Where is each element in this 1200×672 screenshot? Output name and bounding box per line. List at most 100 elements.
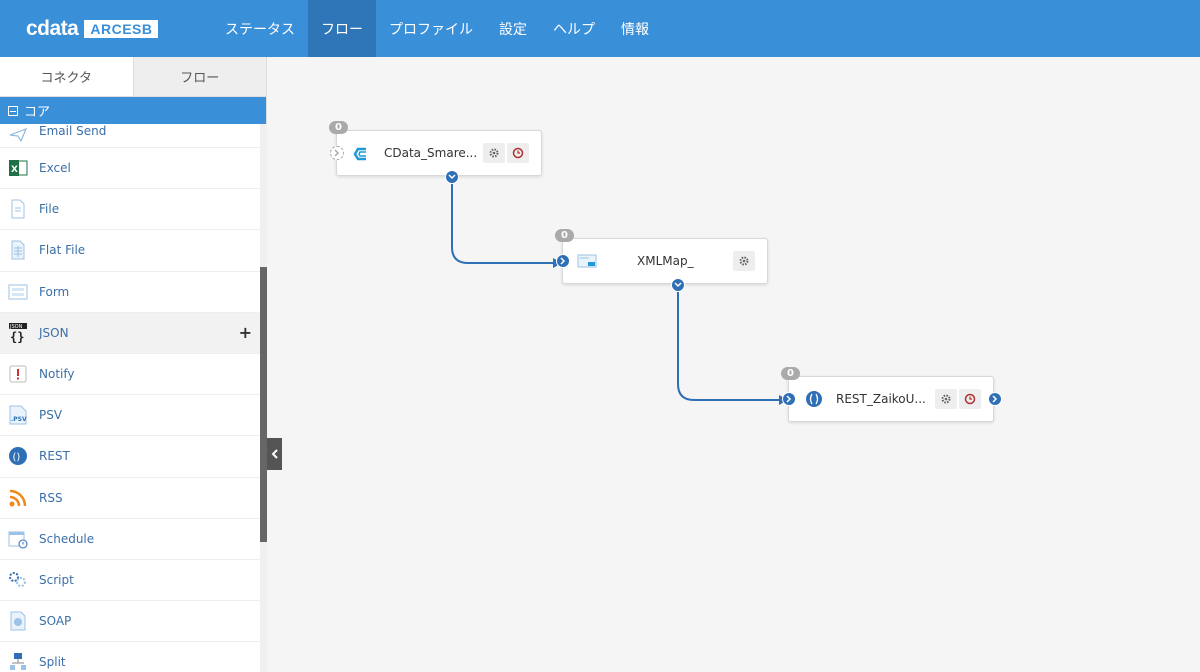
- output-port[interactable]: [445, 170, 459, 184]
- nav-help[interactable]: ヘルプ: [553, 21, 595, 38]
- input-port[interactable]: [330, 146, 344, 160]
- connector-label: File: [39, 202, 60, 217]
- connector-label: Form: [39, 284, 70, 299]
- tab-connectors[interactable]: コネクタ: [0, 57, 134, 96]
- connector-item-split[interactable]: Split: [0, 642, 260, 672]
- flow-node-cdata[interactable]: 0 CData_Smare...: [329, 121, 542, 184]
- form-icon: [8, 281, 28, 303]
- nav-profile[interactable]: プロファイル: [389, 21, 473, 38]
- logo-arcesb-badge: ARCESB: [84, 19, 159, 38]
- script-icon: [8, 569, 28, 591]
- node-label: REST_ZaikoU...: [836, 392, 926, 406]
- connector-label: REST: [39, 449, 70, 464]
- connector-item-psv[interactable]: .PSV PSV: [0, 395, 260, 437]
- svg-text:.PSV: .PSV: [11, 416, 27, 423]
- app-logo[interactable]: cdata ARCESB: [26, 17, 212, 41]
- schedule-icon: [8, 528, 28, 550]
- output-port[interactable]: [988, 392, 1002, 406]
- connector-item-rss[interactable]: RSS: [0, 478, 260, 519]
- svg-text:(): (): [13, 452, 21, 463]
- connector-item-email-send[interactable]: Email Send: [0, 124, 260, 148]
- cdata-icon: [353, 146, 369, 166]
- node-settings-button[interactable]: [935, 389, 957, 409]
- soap-icon: [8, 610, 28, 632]
- nav-info[interactable]: 情報: [621, 21, 649, 38]
- rest-icon: [805, 390, 823, 412]
- psv-icon: .PSV: [8, 404, 28, 426]
- svg-text:X: X: [11, 165, 18, 175]
- connector-label: SOAP: [39, 614, 72, 629]
- flow-node-xmlmap[interactable]: 0 XMLMap_: [555, 229, 768, 292]
- connector-label: Email Send: [39, 124, 107, 138]
- connector-item-flat-file[interactable]: Flat File: [0, 230, 260, 272]
- node-settings-button[interactable]: [733, 251, 755, 271]
- nav-flow[interactable]: フロー: [308, 0, 376, 57]
- flow-canvas[interactable]: 0 CData_Smare... 0 XMLMap_: [268, 57, 1200, 672]
- svg-text:{}: {}: [10, 330, 24, 344]
- flat-file-icon: [8, 239, 28, 261]
- clock-icon: [512, 147, 524, 159]
- split-icon: [8, 651, 28, 672]
- flow-node-rest[interactable]: 0 REST_ZaikoU...: [781, 367, 1002, 422]
- connector-label: Flat File: [39, 243, 86, 258]
- connector-label: PSV: [39, 408, 63, 423]
- section-title: コア: [24, 105, 51, 120]
- json-icon: JSON{}: [8, 322, 28, 344]
- rss-icon: [8, 487, 28, 509]
- output-port[interactable]: [671, 278, 685, 292]
- connector-item-rest[interactable]: () REST: [0, 436, 260, 478]
- chevron-left-icon: [271, 449, 278, 459]
- file-icon: [8, 198, 28, 220]
- input-port[interactable]: [782, 392, 796, 406]
- clock-icon: [964, 393, 976, 405]
- collapse-section-icon: [8, 105, 18, 116]
- connector-label: JSON: [39, 325, 69, 340]
- collapse-sidebar-button[interactable]: [267, 438, 282, 470]
- connector-item-file[interactable]: File: [0, 189, 260, 231]
- connector-label: Notify: [39, 367, 75, 382]
- svg-text:JSON: JSON: [9, 324, 23, 330]
- sidebar-tabs: コネクタ フロー: [0, 57, 266, 97]
- node-count-badge: 0: [781, 367, 800, 380]
- connector-item-form[interactable]: Form: [0, 272, 260, 313]
- connection-line: [451, 177, 553, 264]
- xmlmap-icon: [577, 253, 597, 273]
- tab-flows[interactable]: フロー: [133, 57, 266, 96]
- section-header-core[interactable]: コア: [0, 97, 266, 124]
- connector-item-excel[interactable]: X Excel: [0, 148, 260, 190]
- connector-item-json[interactable]: JSON{} JSON +: [0, 312, 260, 354]
- connector-sidebar: コネクタ フロー コア Email Send X Excel File: [0, 57, 267, 672]
- connection-line: [677, 285, 779, 401]
- connector-item-notify[interactable]: Notify: [0, 354, 260, 396]
- connector-label: Schedule: [39, 531, 95, 546]
- sidebar-scrollbar[interactable]: [260, 124, 267, 672]
- chevron-right-icon: [992, 395, 998, 403]
- nav-settings[interactable]: 設定: [499, 21, 527, 38]
- chevron-right-icon: [560, 257, 566, 265]
- gear-icon: [489, 148, 499, 158]
- chevron-down-icon: [674, 282, 682, 288]
- connector-list[interactable]: Email Send X Excel File Flat File Form: [0, 124, 260, 672]
- node-count-badge: 0: [555, 229, 574, 242]
- nav-status[interactable]: ステータス: [225, 21, 295, 38]
- node-schedule-button[interactable]: [507, 143, 529, 163]
- chevron-right-icon: [786, 395, 792, 403]
- top-nav-bar: cdata ARCESB ステータス フロー プロファイル 設定 ヘルプ 情報: [0, 0, 1200, 57]
- scrollbar-thumb[interactable]: [260, 267, 267, 542]
- add-connector-button[interactable]: +: [238, 323, 252, 343]
- input-port[interactable]: [556, 254, 570, 268]
- excel-icon: X: [8, 157, 28, 179]
- node-schedule-button[interactable]: [959, 389, 981, 409]
- connector-item-script[interactable]: Script: [0, 560, 260, 602]
- chevron-right-icon: [334, 149, 340, 157]
- node-settings-button[interactable]: [483, 143, 505, 163]
- main-nav: ステータス フロー プロファイル 設定 ヘルプ 情報: [212, 0, 662, 57]
- flow-connections: [451, 177, 788, 405]
- connector-label: Script: [39, 572, 74, 587]
- node-count-badge: 0: [329, 121, 348, 134]
- connector-item-schedule[interactable]: Schedule: [0, 519, 260, 560]
- rest-icon: (): [8, 445, 28, 467]
- connector-label: Split: [39, 655, 66, 670]
- notify-icon: [8, 363, 28, 385]
- connector-item-soap[interactable]: SOAP: [0, 601, 260, 643]
